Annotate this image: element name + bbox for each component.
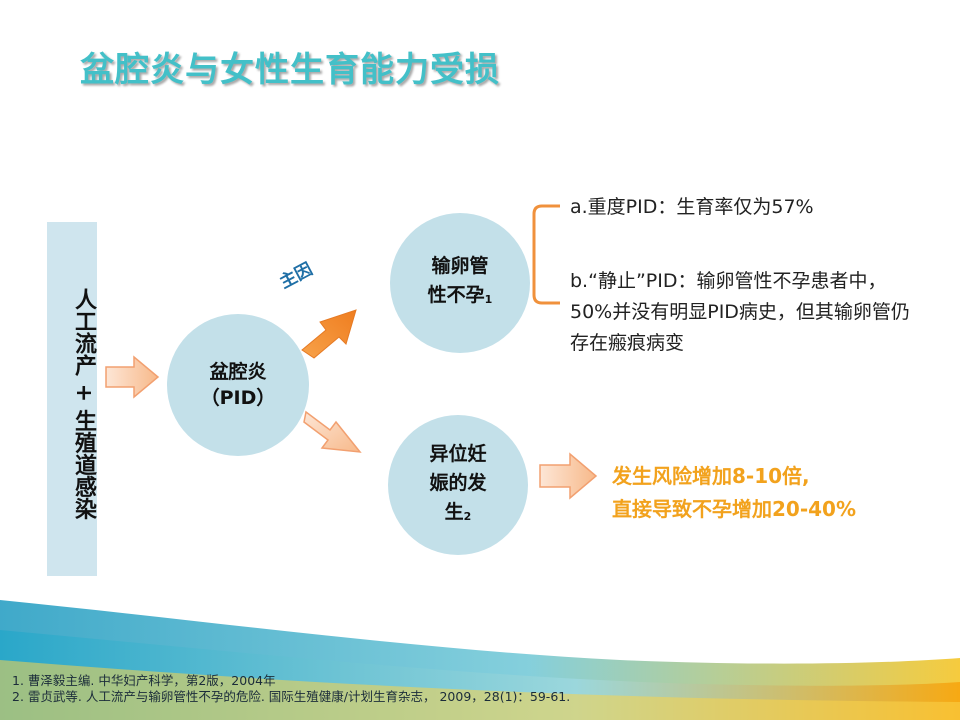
ectopic-line1: 异位妊 — [429, 442, 487, 465]
tubal-line2: 性不孕 — [427, 284, 485, 306]
pid-abbrev: （PID） — [200, 387, 276, 409]
arrow-to-risk — [539, 452, 598, 500]
ref-marker-2: 2 — [463, 509, 472, 523]
pid-label: 盆腔炎 — [209, 361, 267, 383]
arrow-secondary — [303, 410, 362, 453]
arrow-to-pid — [105, 355, 160, 399]
ref-marker-1: 1 — [484, 293, 493, 306]
references: 1. 曹泽毅主编. 中华妇产科学，第2版，2004年 2. 雷贞武等. 人工流产… — [12, 673, 570, 705]
detail-severe-pid: a.重度PID：生育率仅为57% — [570, 196, 814, 218]
tubal-infertility-circle: 输卵管 性不孕1 — [390, 213, 530, 353]
ectopic-line3: 生 — [444, 500, 464, 523]
arrow-main-cause — [301, 309, 357, 359]
pid-circle: 盆腔炎 （PID） — [167, 314, 309, 456]
reference-2: 2. 雷贞武等. 人工流产与输卵管性不孕的危险. 国际生殖健康/计划生育杂志， … — [12, 689, 571, 704]
risk-line1: 发生风险增加8-10倍, — [612, 464, 810, 488]
ectopic-line2: 娠的发 — [429, 471, 487, 494]
cause-box-text: 人工流产 + 生殖道感染 — [71, 288, 96, 520]
detail-silent-pid: b.“静止”PID：输卵管性不孕患者中，50%并没有明显PID病史，但其输卵管仍… — [570, 270, 910, 354]
ectopic-pregnancy-circle: 异位妊 娠的发 生2 — [388, 415, 528, 555]
cause-box: 人工流产 + 生殖道感染 — [47, 222, 97, 576]
risk-line2: 直接导致不孕增加20-40% — [612, 497, 857, 521]
risk-statement: 发生风险增加8-10倍, 直接导致不孕增加20-40% — [612, 460, 856, 526]
orange-bracket — [532, 204, 560, 305]
main-cause-label: 主因 — [276, 259, 317, 293]
tubal-line1: 输卵管 — [431, 255, 489, 277]
footer-wave — [0, 600, 960, 720]
slide-title: 盆腔炎与女性生育能力受损 — [80, 50, 500, 90]
reference-1: 1. 曹泽毅主编. 中华妇产科学，第2版，2004年 — [12, 673, 276, 688]
